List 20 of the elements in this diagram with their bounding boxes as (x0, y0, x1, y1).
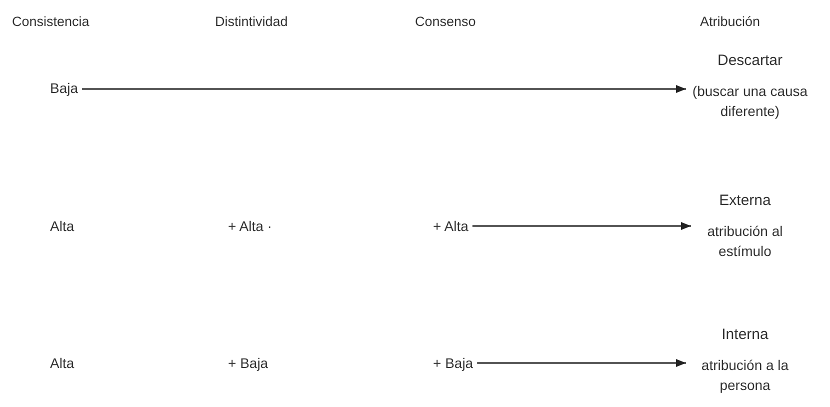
attribution-note: (buscar una causa diferente) (691, 82, 809, 121)
column-header: Atribución (700, 14, 760, 29)
column-header: Consenso (415, 14, 476, 29)
attribution-heading: Externa (719, 192, 771, 209)
row-value: + Baja (228, 355, 268, 371)
row-value: Alta (50, 218, 74, 234)
attribution-heading: Descartar (717, 52, 783, 69)
row-value: Alta (50, 355, 74, 371)
column-header: Distintividad (215, 14, 288, 29)
row-value: + Alta (433, 218, 468, 234)
attribution-note: atribución a la persona (700, 356, 790, 395)
row-value: Baja (50, 80, 78, 96)
row-value: + Baja (433, 355, 474, 371)
column-header: Consistencia (12, 14, 90, 29)
attribution-note: atribución al estímulo (706, 222, 784, 261)
arrow (82, 85, 686, 93)
arrow (477, 359, 686, 367)
arrow (472, 222, 691, 230)
attribution-heading: Interna (722, 326, 768, 343)
row-value: + Alta · (228, 218, 272, 234)
